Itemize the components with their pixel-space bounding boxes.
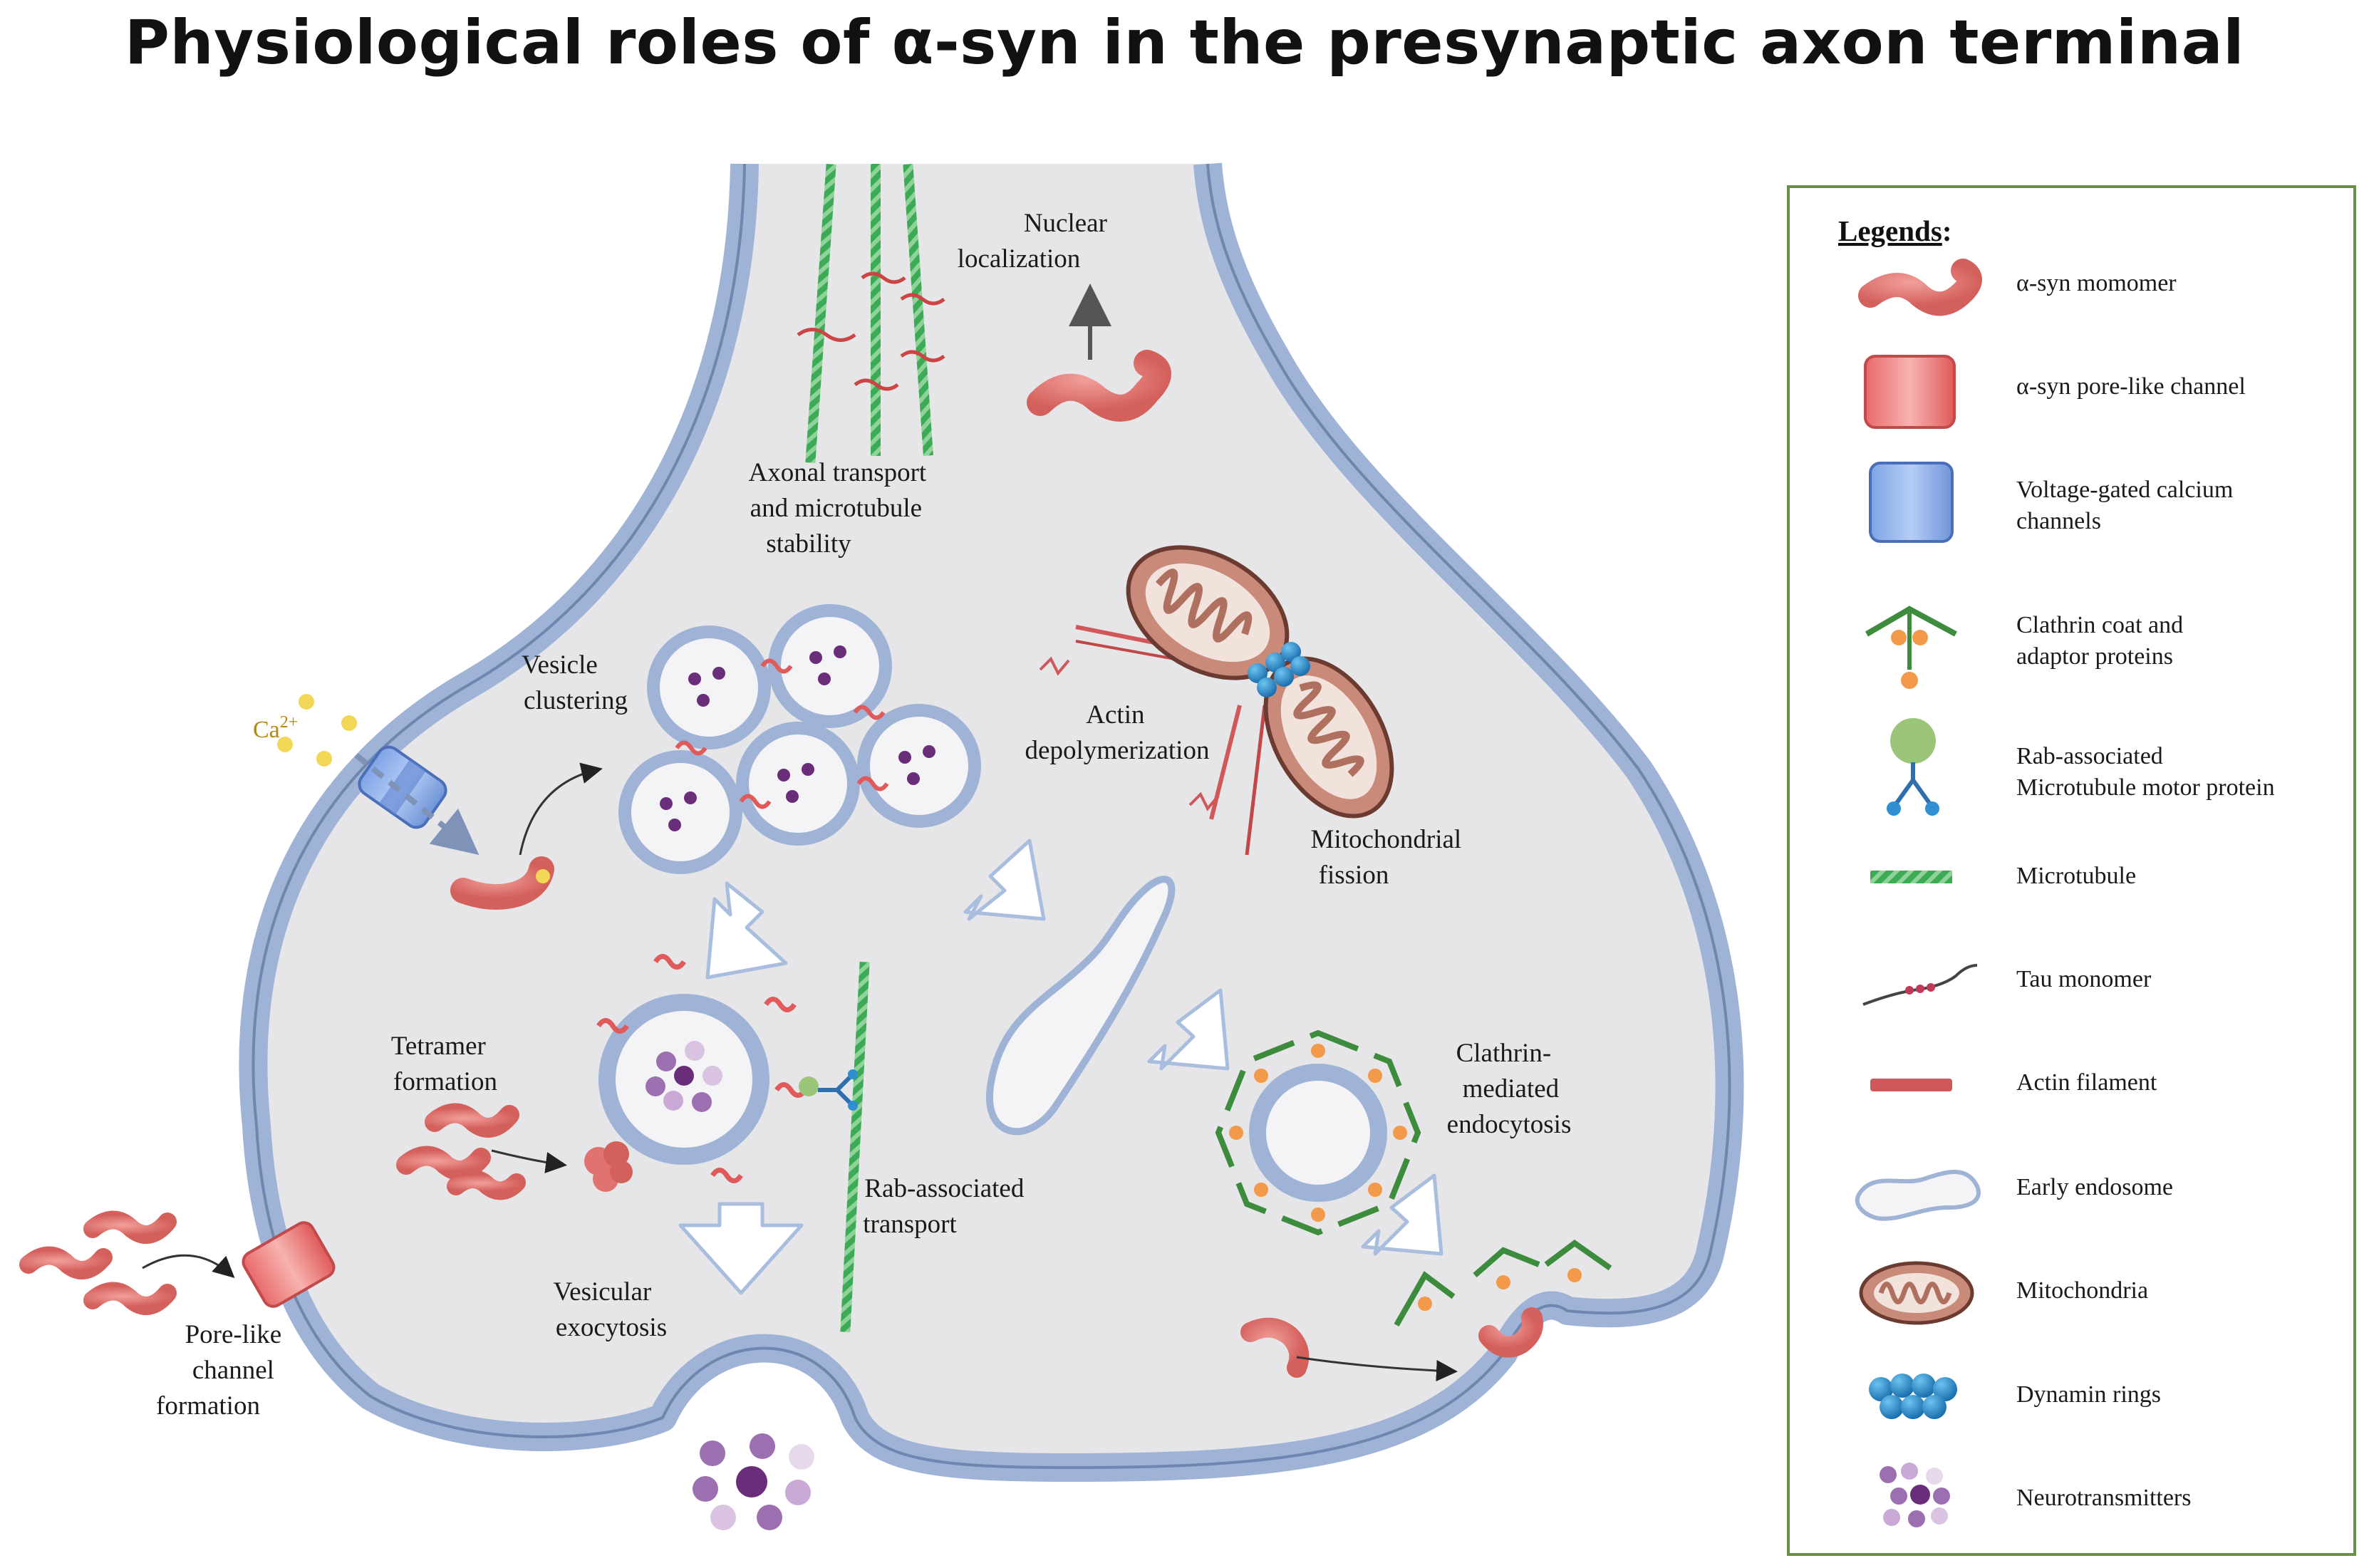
alpha-syn-monomer: [425, 1103, 519, 1138]
microtubule-icon: [1870, 871, 1952, 883]
alpha-syn-monomer: [447, 1170, 526, 1200]
rab-label: Rab-associated transport: [863, 1174, 1030, 1239]
motor-protein-icon: [1887, 718, 1939, 816]
tetramer-arrow: [491, 1149, 567, 1173]
legend-item-label: Clathrin coat and adaptor proteins: [2016, 612, 2189, 670]
actin-filament-icon: [1870, 1079, 1952, 1091]
legend-item-label: α-syn momomer: [2016, 270, 2177, 296]
calcium-influx-arrow: [354, 752, 479, 856]
legend-item-label: Neurotransmitters: [2016, 1485, 2192, 1511]
page-title: Physiological roles of α-syn in the pres…: [124, 7, 2245, 78]
legend-heading: Legends:: [1838, 214, 1951, 247]
dynamin-ring: [1248, 642, 1310, 697]
tau-monomer: [861, 271, 906, 284]
clathrin-pit: [1394, 1240, 1612, 1326]
microtubule: [805, 164, 836, 463]
endocytosis-arrow: [1296, 1356, 1458, 1381]
clathrin-label: Clathrin- mediated endocytosis: [1447, 1039, 1572, 1139]
synaptic-vesicle: [736, 722, 860, 846]
legend-item-label: Dynamin rings: [2016, 1381, 2161, 1408]
alpha-syn-tetramer: [584, 1141, 633, 1192]
calcium-label: Ca2+: [253, 713, 298, 743]
terminal-membrane-outline: [252, 163, 1731, 1470]
released-neurotransmitters: [693, 1433, 814, 1530]
synaptic-vesicle: [768, 604, 892, 728]
early-endosome: [985, 876, 1176, 1136]
tau-monomer-beads: [1905, 983, 1935, 995]
mitochondrion: [1126, 545, 1290, 680]
clustering-arrow: [519, 762, 603, 856]
mitochondrion: [1263, 656, 1394, 819]
alpha-syn-monomer: [83, 1210, 177, 1244]
diagram-labels: Nuclear localization Axonal transport an…: [156, 209, 1571, 1421]
early-endosome-icon: [1855, 1170, 1981, 1221]
vesicle-cluster: [618, 604, 981, 874]
axonal-microtubules: [797, 164, 945, 463]
tau-monomer: [900, 350, 945, 363]
legend-item-label: Tau monomer: [2016, 966, 2152, 992]
terminal-membrane: [239, 162, 1744, 1482]
tau-monomer: [900, 293, 945, 306]
alpha-syn-monomer: [1478, 1307, 1543, 1358]
synaptic-vesicle: [857, 704, 981, 828]
tetramer-label: Tetramer formation: [391, 1032, 497, 1096]
rab-motor-protein: [799, 1069, 858, 1111]
nuclear-label: Nuclear localization: [958, 209, 1114, 274]
tau-monomer: [854, 378, 899, 391]
neurotransmitters-icon: [1880, 1463, 1950, 1527]
legend-item-label: Voltage-gated calcium channels: [2016, 477, 2239, 534]
alpha-syn-monomer: [1027, 350, 1171, 422]
mitochondria-icon: [1859, 1261, 1974, 1325]
pore-arrow: [142, 1254, 235, 1279]
axonal-label: Axonal transport and microtubule stabili…: [749, 458, 933, 559]
calcium-ions: [277, 694, 357, 767]
docked-vesicle: [598, 994, 769, 1165]
presynaptic-terminal: [239, 162, 1744, 1482]
actin-label: Actin depolymerization: [1025, 700, 1210, 765]
dynamin-rings-icon: [1869, 1374, 1957, 1419]
alpha-syn-monomer: [83, 1282, 177, 1315]
legend-item-label: Actin filament: [2016, 1069, 2157, 1096]
alpha-syn-monomer: [396, 1146, 491, 1180]
tau-monomer-icon: [1862, 964, 1978, 1006]
synaptic-vesicle: [647, 625, 771, 749]
legend-panel: Legends:: [1787, 185, 2356, 1556]
exocytosis-label: Vesicular exocytosis: [554, 1277, 668, 1342]
calcium-channel-icon: [1869, 462, 1954, 543]
clathrin-icon: [1865, 606, 1957, 689]
alpha-syn-monomer-icon: [1858, 259, 1982, 316]
legend-item-label: Early endosome: [2016, 1174, 2173, 1200]
clathrin-coated-vesicle: [1215, 1029, 1421, 1236]
alpha-syn-pore-icon: [1864, 355, 1956, 429]
alpha-syn-monomer: [19, 1246, 113, 1279]
legend-item-label: Mitochondria: [2016, 1277, 2148, 1304]
alpha-syn-pore-channel: [242, 1221, 336, 1308]
microtubule: [840, 961, 870, 1333]
legend-item-label: Microtubule: [2016, 863, 2136, 889]
synaptic-vesicle: [618, 750, 742, 874]
microtubule: [903, 164, 933, 457]
vesicle-label: Vesicle clustering: [522, 650, 628, 715]
pore-label: Pore-like channel formation: [156, 1320, 288, 1421]
legend-item-label: Rab-associated Microtubule motor protein: [2016, 743, 2275, 801]
mito-label: Mitochondrial fission: [1311, 825, 1468, 890]
microtubule: [871, 164, 881, 456]
tau-monomer: [797, 328, 856, 342]
process-arrows: [678, 838, 1443, 1295]
legend-item-label: α-syn pore-like channel: [2016, 373, 2246, 400]
